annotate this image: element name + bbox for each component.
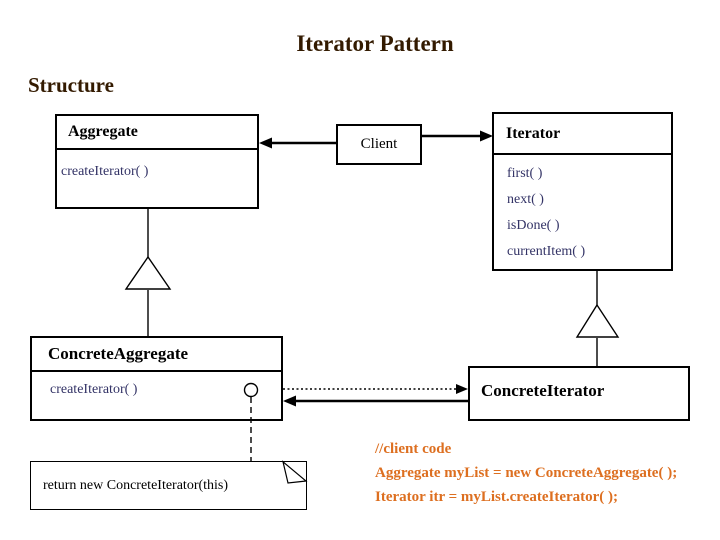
- aggregate-method-createiterator: createIterator( ): [61, 164, 149, 179]
- slide-title: Iterator Pattern: [296, 31, 454, 56]
- structure-heading: Structure: [28, 73, 114, 97]
- iterator-class-box: Iterator first( ) next( ) isDone( ) curr…: [492, 112, 673, 271]
- iterator-method-first: first( ): [507, 166, 543, 181]
- client-label: Client: [360, 136, 398, 152]
- aggregate-class-name: Aggregate: [57, 116, 257, 150]
- code-line-iterator: Iterator itr = myList.createIterator( );: [375, 489, 619, 505]
- client-box: Client: [336, 124, 422, 165]
- note-text: return new ConcreteIterator(this): [43, 477, 229, 493]
- creates-dotted-arrow: [283, 384, 468, 394]
- concrete-aggregate-class-name: ConcreteAggregate: [32, 338, 281, 372]
- iterator-method-currentitem: currentItem( ): [507, 244, 586, 259]
- aggregate-class-box: Aggregate createIterator( ): [55, 114, 259, 209]
- concrete-aggregate-class-box: ConcreteAggregate createIterator( ): [30, 336, 283, 421]
- code-line-comment: //client code: [375, 441, 452, 457]
- code-line-aggregate: Aggregate myList = new ConcreteAggregate…: [375, 465, 678, 481]
- concrete-iterator-class-name: ConcreteIterator: [481, 380, 605, 400]
- aggregate-inheritance-triangle-icon: [124, 255, 172, 290]
- iterator-inheritance-triangle-icon: [575, 303, 620, 338]
- note-box: return new ConcreteIterator(this): [30, 461, 307, 510]
- iterator-method-next: next( ): [507, 192, 544, 207]
- concrete-aggregate-method-createiterator: createIterator( ): [50, 382, 138, 397]
- client-code-block: //client code Aggregate myList = new Con…: [375, 437, 677, 509]
- client-to-aggregate-arrow: [259, 137, 336, 149]
- iterator-class-name: Iterator: [494, 114, 671, 155]
- client-to-iterator-arrow: [422, 130, 493, 142]
- concrete-iterator-class-box: ConcreteIterator: [468, 366, 690, 421]
- concreteiterator-to-concreteaggregate-arrow: [283, 395, 468, 407]
- iterator-method-isdone: isDone( ): [507, 218, 560, 233]
